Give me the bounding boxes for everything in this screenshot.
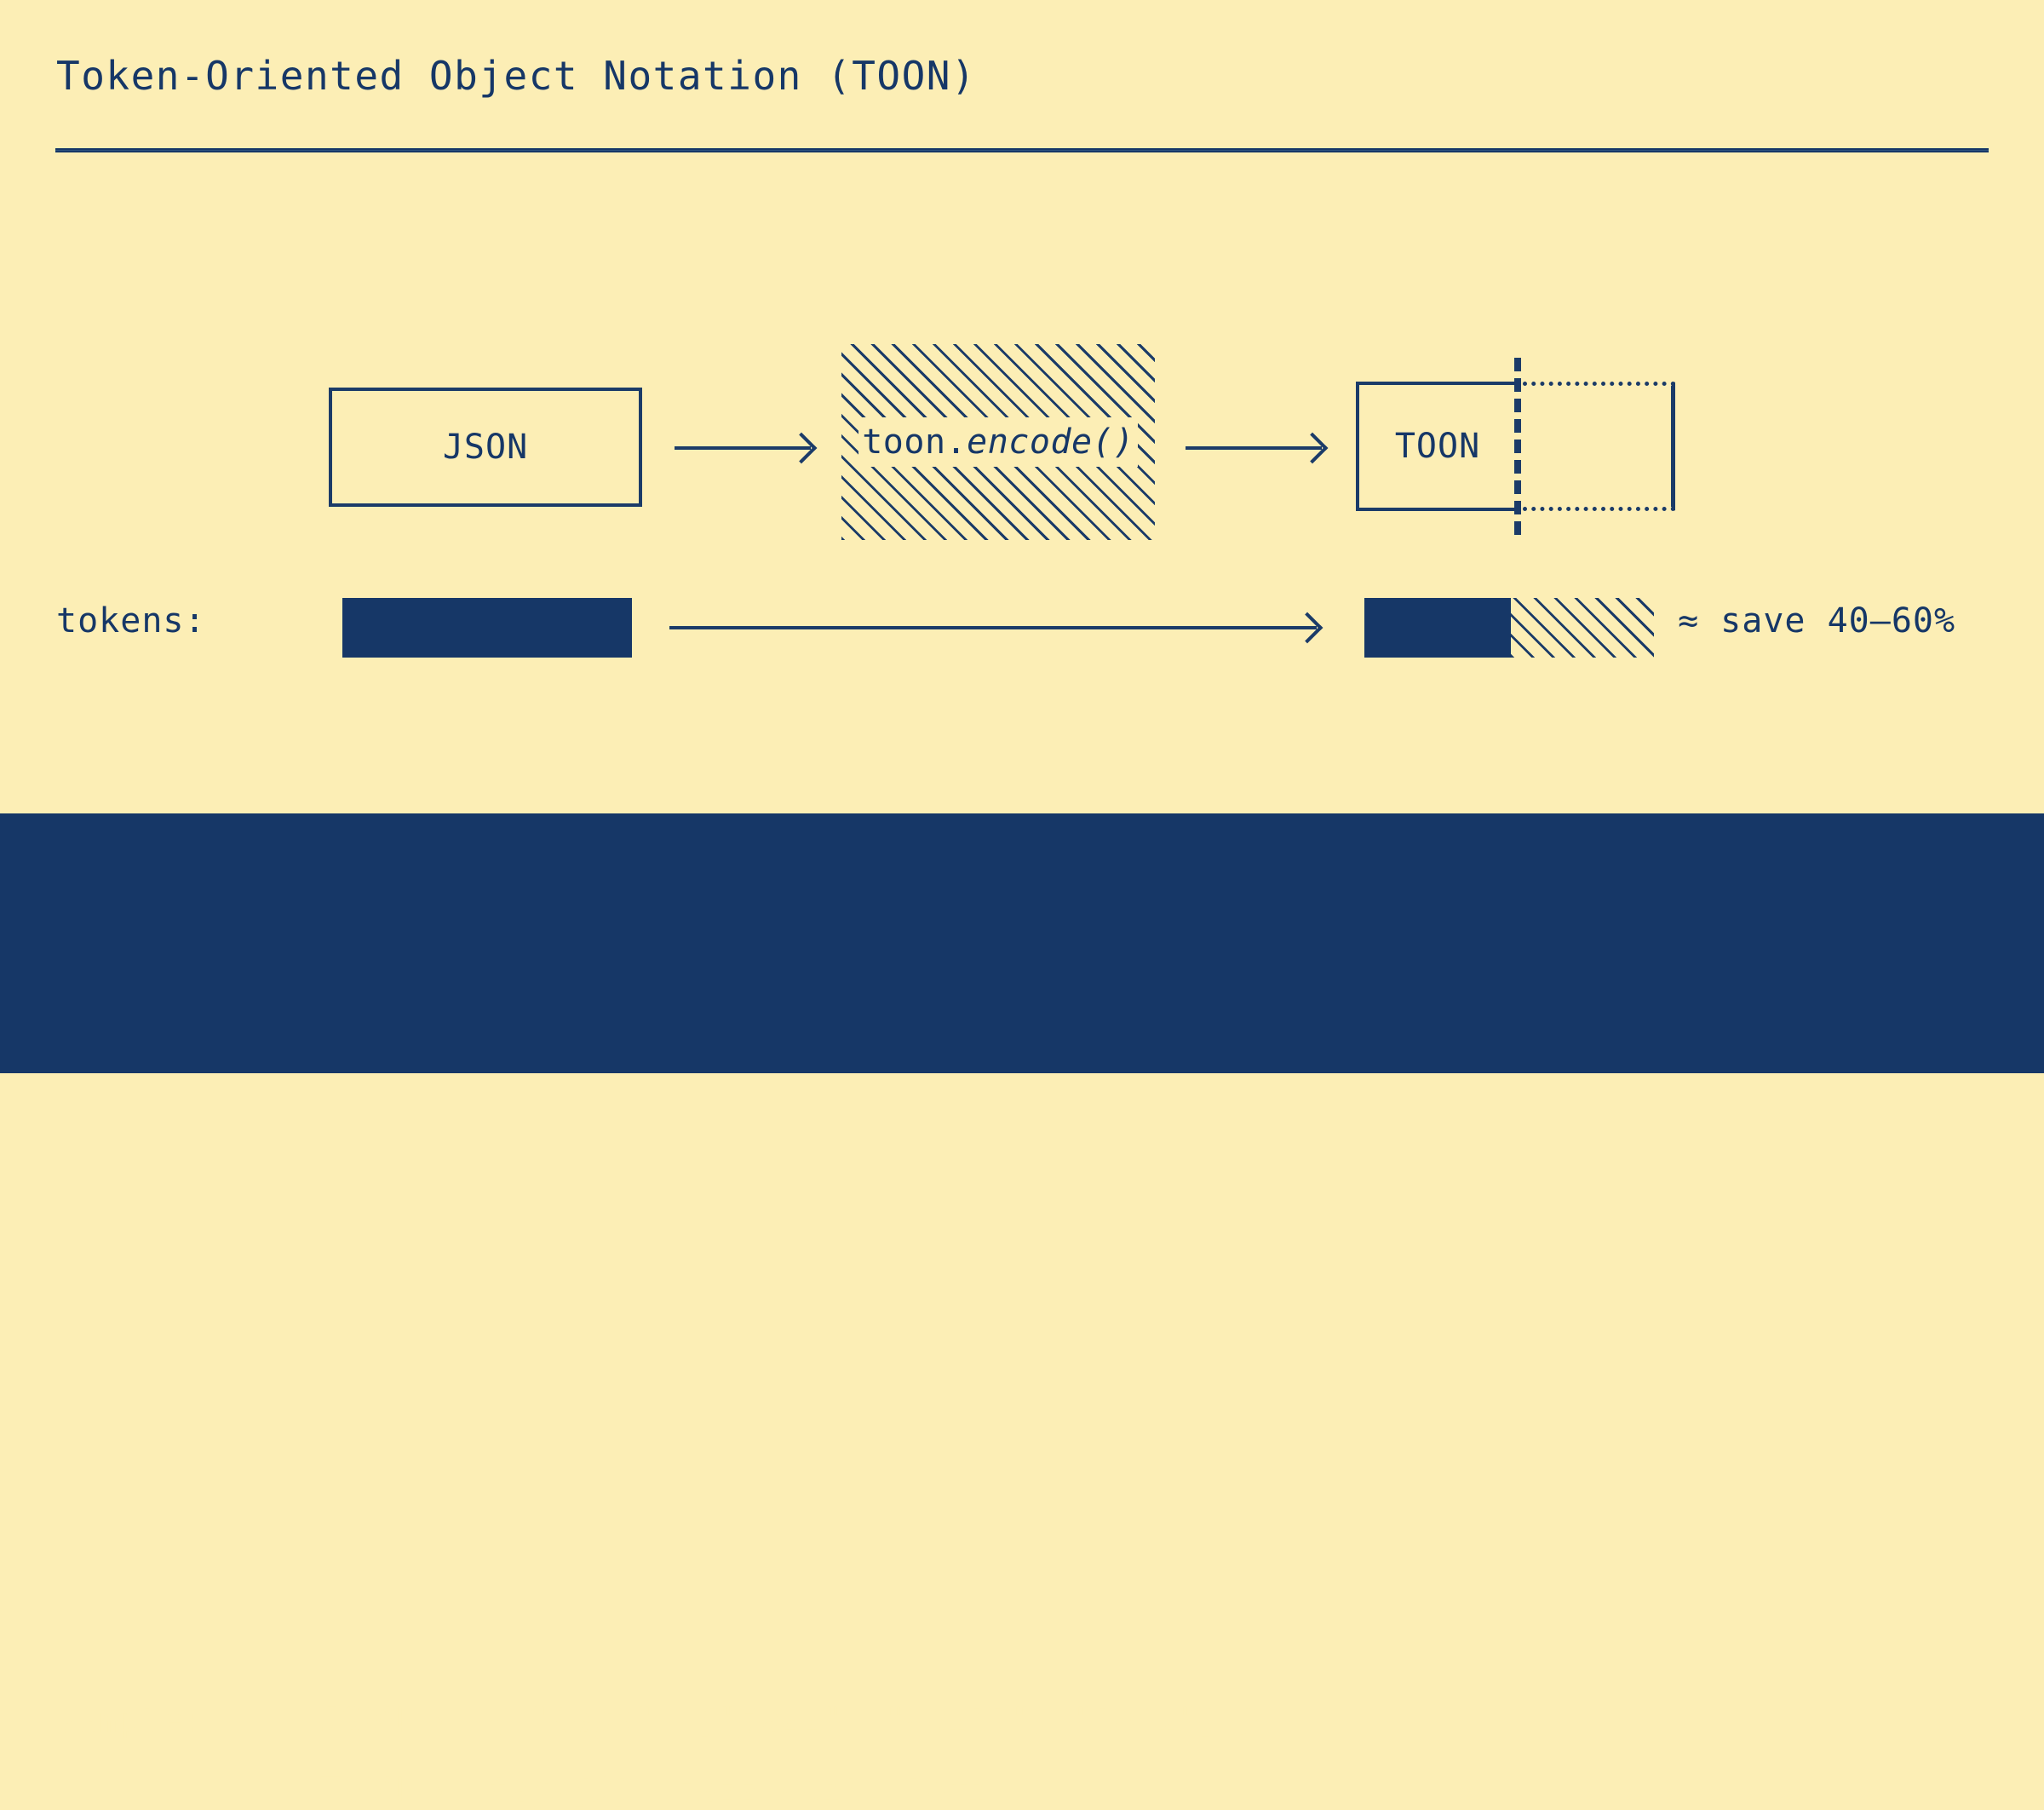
sample-row: JSON → { "tags": ["jazz", "chill", "lofi"]…: [320, 1701, 1262, 1740]
arrow-json-to-encode-icon: [675, 446, 811, 450]
toon-result-box: TOON: [1356, 382, 1516, 511]
sample-code: { "tags": ["jazz", "chill", "lofi"] }: [487, 1701, 1262, 1740]
sample-format-label: JSON: [320, 1701, 405, 1740]
savings-note: ≈ save 40–60%: [1678, 601, 1956, 641]
encode-prefix: toon.: [862, 422, 967, 462]
toon-divider-dashed-line: [1514, 358, 1521, 535]
tokens-bar-toon-used: [1364, 598, 1511, 658]
sample-panel: sample: JSON → { "tags": ["jazz", "chill",…: [0, 813, 2044, 1810]
json-source-label: JSON: [442, 428, 529, 467]
toon-result-label: TOON: [1394, 427, 1481, 466]
json-source-box: JSON: [329, 388, 642, 507]
arrow-encode-to-toon-icon: [1186, 446, 1322, 450]
tokens-bar-toon-saved: [1511, 598, 1654, 658]
encode-hatched-block: toon.encode(): [841, 344, 1155, 540]
encode-call-label: toon.encode(): [858, 417, 1138, 467]
header-divider-rule: [55, 148, 1989, 152]
encode-method: encode(): [967, 422, 1134, 462]
tokens-row-label: tokens:: [56, 601, 206, 641]
toon-result-group: TOON: [1356, 358, 1675, 535]
sample-format-label: TOON: [320, 1771, 405, 1810]
sample-label: sample:: [56, 1701, 206, 1740]
tokens-bar-json: [342, 598, 632, 658]
sample-code: tags[3]: jazz,chill,lofi: [487, 1771, 990, 1810]
page-title: Token-Oriented Object Notation (TOON): [56, 53, 977, 99]
toon-saved-space-box: [1523, 382, 1675, 511]
sample-arrow-icon: →: [422, 1771, 444, 1810]
tokens-bar-toon: [1364, 598, 1654, 658]
arrow-tokens-reduction-icon: [669, 626, 1317, 629]
sample-row: TOON → tags[3]: jazz,chill,lofi: [320, 1771, 990, 1810]
sample-arrow-icon: →: [422, 1701, 444, 1740]
